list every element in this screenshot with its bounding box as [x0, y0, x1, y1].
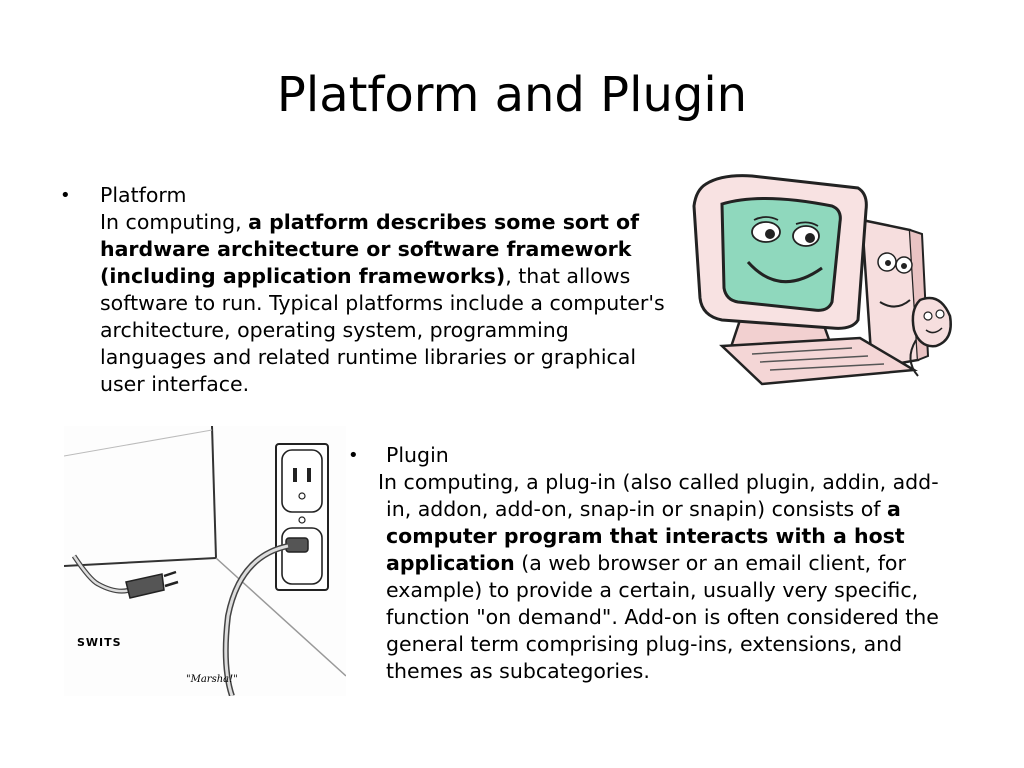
platform-body: In computing, a platform describes some … [100, 209, 675, 398]
platform-bullet: • Platform In computing, a platform desc… [60, 182, 675, 398]
plugin-body: In computing, a plug-in (also called plu… [378, 469, 956, 685]
plugin-bold-text: a computer program that interacts with a… [386, 497, 905, 575]
platform-text-1: In computing, [100, 210, 249, 234]
plugin-heading: Plugin [386, 443, 449, 467]
plugin-bullet: • Plugin In computing, a plug-in (also c… [348, 442, 956, 685]
plugin-text-1: In computing, a plug-in (also called plu… [378, 470, 939, 521]
cartoon-caption: "Marsha!" [186, 674, 238, 685]
cartoon-signature: SWITS [77, 636, 122, 649]
platform-text-2: , that allows software to run. Typical p… [100, 264, 665, 396]
smiling-computer-icon [692, 174, 952, 386]
slide-title: Platform and Plugin [276, 67, 748, 123]
bullet-dot: • [60, 185, 71, 206]
bullet-dot: • [348, 445, 359, 466]
platform-heading: Platform [100, 183, 187, 207]
platform-bold-text: a platform describes some sort of hardwa… [100, 210, 640, 288]
wall-outlet-plug-icon [64, 426, 346, 696]
plugin-text-2: (a web browser or an email client, for e… [386, 551, 939, 683]
